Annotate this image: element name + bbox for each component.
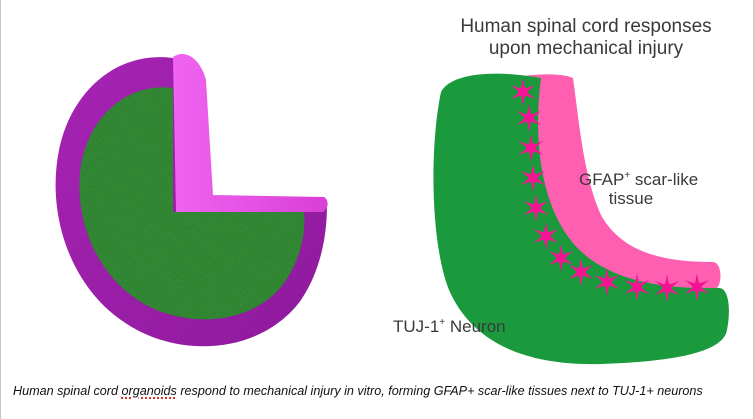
gfap-label-sup: + <box>624 170 630 181</box>
glial-spike-core <box>662 283 672 293</box>
glial-spike-core <box>524 113 534 123</box>
figure-canvas: Human spinal cord responses upon mechani… <box>55 16 729 365</box>
gfap-label-rest: scar-like <box>630 170 698 189</box>
gfap-label-main: GFAP <box>579 170 624 189</box>
gfap-label-line1: GFAP+ scar-like <box>579 170 698 189</box>
organoid-cut-face-top <box>173 53 328 213</box>
glial-spike-core <box>556 253 566 263</box>
injury-schematic: Human spinal cord responses upon mechani… <box>393 16 729 365</box>
glial-spike-core <box>526 143 536 153</box>
tuj-label-main: TUJ-1 <box>393 317 439 336</box>
caption-spellcheck-word[interactable]: organoids <box>121 384 177 398</box>
glial-spike-core <box>576 267 586 277</box>
glial-spike-core <box>602 277 612 287</box>
glial-spikes <box>510 78 710 302</box>
glial-spike-core <box>632 282 642 292</box>
glial-spike-core <box>692 282 702 292</box>
caption-part3: respond to mechanical injury in vitro, f… <box>176 384 703 398</box>
gfap-label-line2: tissue <box>609 189 653 208</box>
tuj-label-sup: + <box>439 317 445 328</box>
glial-spike-core <box>518 87 528 97</box>
glial-spike-core <box>531 203 541 213</box>
glial-spike-core <box>528 173 538 183</box>
caption-part1: Human spinal cord <box>13 384 122 398</box>
organoid-core-texture <box>79 87 305 320</box>
glial-spike-core <box>541 231 551 241</box>
figure-title-line1: Human spinal cord responses <box>460 16 711 37</box>
organoid-illustration <box>55 53 328 347</box>
figure-title-line2: upon mechanical injury <box>489 38 684 59</box>
tuj-label: TUJ-1+ Neuron <box>393 317 506 336</box>
tuj-neuron-region <box>433 73 729 365</box>
tuj-label-rest: Neuron <box>445 317 505 336</box>
figure-caption: Human spinal cord organoids respond to m… <box>13 384 749 398</box>
